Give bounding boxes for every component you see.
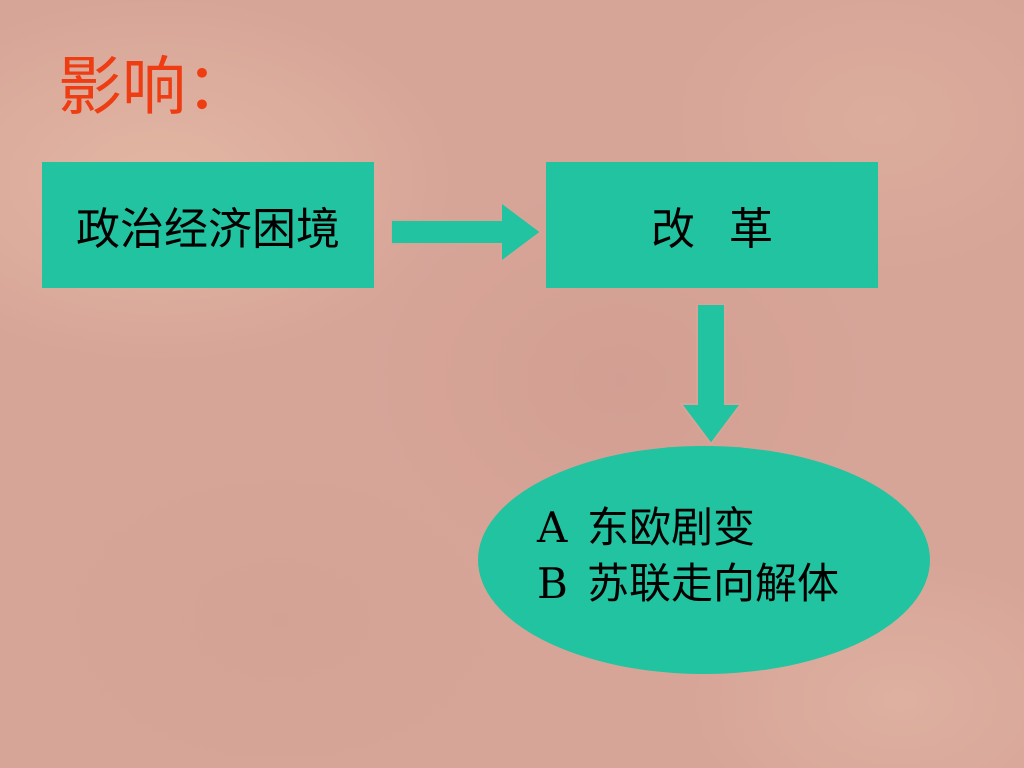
outcome-item: A 东欧剧变 [537,500,839,556]
reform-box: 改革 [546,162,878,288]
outcome-letter: B [537,559,568,608]
outcome-ellipse [478,446,930,674]
slide-title: 影响： [58,51,250,125]
problem-box-label: 政治经济困境 [76,204,340,255]
outcome-text: 苏联走向解体 [587,559,840,608]
reform-box-label-2: 革 [729,204,773,255]
problem-box: 政治经济困境 [42,162,374,288]
outcome-list: A 东欧剧变 B 苏联走向解体 [537,500,839,612]
outcome-text: 东欧剧变 [587,503,756,552]
right-arrow-icon [391,202,543,262]
down-arrow-icon [679,304,743,446]
outcome-letter: A [537,503,568,552]
reform-box-label-1: 改 [651,204,695,255]
outcome-item: B 苏联走向解体 [537,556,839,612]
